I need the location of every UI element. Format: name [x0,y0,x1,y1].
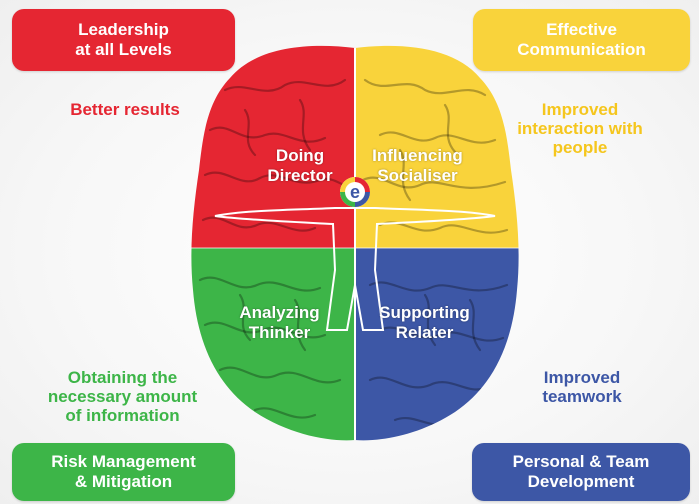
leadership-box-line-2: at all Levels [75,40,172,59]
risk-management-box-line-1: Risk Management [51,452,196,471]
teamwork-line-1: Improved [543,368,621,387]
interaction-line-1: Improved [541,100,619,119]
interaction-line-2: interaction with [517,119,643,138]
better-results-line-1: Better results [70,100,180,119]
figure-outline [214,207,496,331]
analyzing-label: Analyzing [239,303,320,322]
relater-label: Relater [395,323,454,342]
brain-yellow-quadrant [355,45,519,248]
doing-director-label: Doing Director [250,146,350,186]
teamwork-line-2: teamwork [542,387,622,406]
communication-box-line-1: Effective [546,20,617,39]
director-label: Director [267,166,333,185]
leadership-box-line-1: Leadership [78,20,169,39]
supporting-label: Supporting [379,303,470,322]
risk-management-box: Risk Management & Mitigation [12,443,235,501]
brain-diagram: e [191,45,519,441]
communication-box: Effective Communication [473,9,690,71]
team-development-box: Personal & Team Development [472,443,690,501]
doing-label: Doing [275,146,325,165]
e-logo-letter: e [350,182,360,202]
thinker-label: Thinker [248,323,311,342]
information-line-3: of information [65,406,180,425]
risk-management-box-line-2: & Mitigation [74,472,173,491]
information-line-2: necessary amount [47,387,198,406]
supporting-relater-label: Supporting Relater [362,303,487,343]
information-line-1: Obtaining the [67,368,178,387]
e-logo: e [340,177,370,207]
brain-blue-quadrant [355,248,519,441]
team-development-box-line-2: Development [527,472,635,491]
brain-folds [198,78,509,426]
better-results-note: Better results [40,100,210,119]
influencing-label: Influencing [372,146,463,165]
communication-box-line-2: Communication [517,40,646,59]
analyzing-thinker-label: Analyzing Thinker [222,303,337,343]
team-development-box-line-1: Personal & Team [512,452,650,471]
socialiser-label: Socialiser [377,166,458,185]
interaction-note: Improved interaction with people [495,100,665,157]
teamwork-note: Improved teamwork [497,368,667,406]
leadership-box: Leadership at all Levels [12,9,235,71]
influencing-socialiser-label: Influencing Socialiser [360,146,475,186]
interaction-line-3: people [552,138,608,157]
information-note: Obtaining the necessary amount of inform… [30,368,215,425]
